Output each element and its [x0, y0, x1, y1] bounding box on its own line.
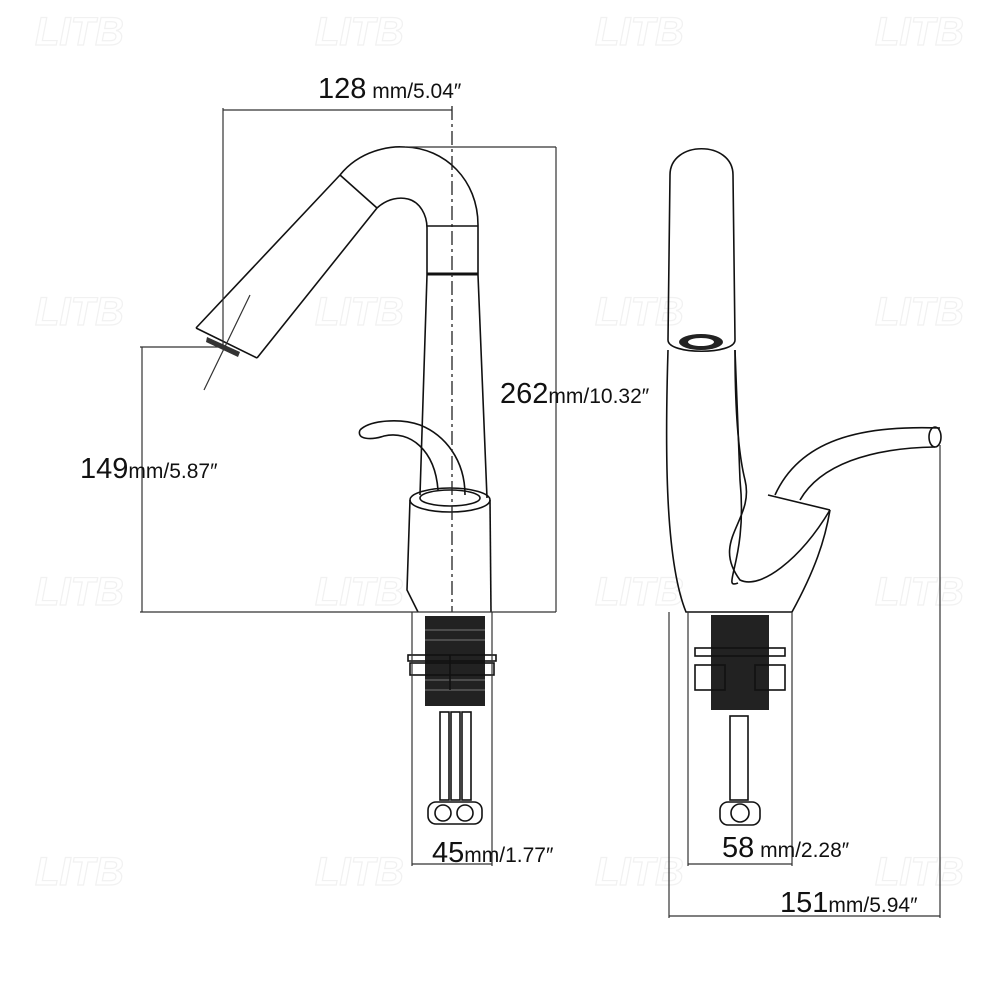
watermark-logo: LITB [315, 10, 404, 54]
base-depth-label: 58 mm/2.28″ [722, 832, 850, 864]
watermark-grid: LITB LITB LITB LITB LITB LITB LITB LITB LITB LITB… [34, 9, 964, 894]
side-view-faucet [140, 106, 557, 866]
spout-reach-label: 128 mm/5.04″ [318, 73, 462, 105]
watermark-logo: LITB [315, 570, 404, 614]
spout-height-label: 149mm/5.87″ [80, 453, 218, 485]
watermark-logo: LITB [35, 10, 124, 54]
watermark-logo: LITB [595, 570, 684, 614]
watermark-logo: LITB [595, 290, 684, 334]
watermark-logo: LITB [875, 850, 964, 894]
watermark-logo: LITB [35, 290, 124, 334]
watermark-logo: LITB [875, 290, 964, 334]
watermark-logo: LITB [875, 10, 964, 54]
watermark-logo: LITB [315, 850, 404, 894]
watermark-logo: LITB [595, 850, 684, 894]
watermark-logo: LITB [595, 10, 684, 54]
handle-depth-label: 151mm/5.94″ [780, 887, 918, 919]
watermark-logo: LITB [35, 850, 124, 894]
watermark-logo: LITB [875, 570, 964, 614]
total-height-label: 262mm/10.32″ [500, 378, 650, 410]
base-diameter-label: 45mm/1.77″ [432, 837, 554, 869]
front-view-faucet [665, 147, 942, 918]
watermark-logo: LITB [315, 290, 404, 334]
watermark-logo: LITB [35, 570, 124, 614]
